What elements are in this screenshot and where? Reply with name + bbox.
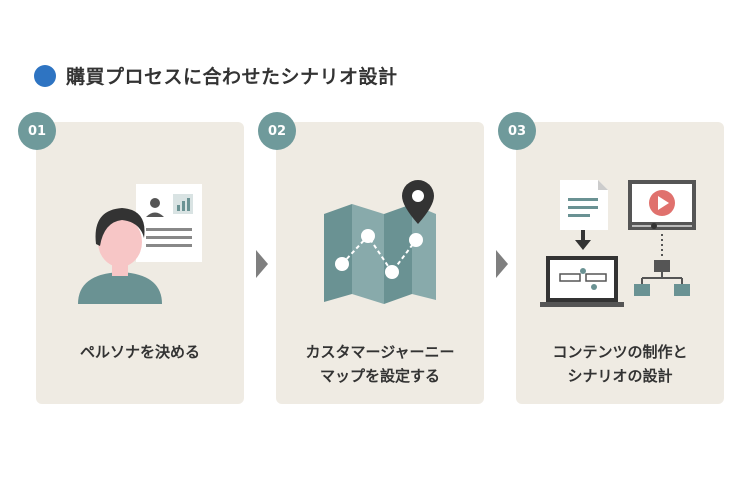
step-label-2: カスタマージャーニー マップを設定する	[305, 343, 455, 385]
page-title: 購買プロセスに合わせたシナリオ設計	[66, 66, 398, 88]
step-card-3: コンテンツの制作と シナリオの設計	[516, 122, 724, 404]
step-label-1: ペルソナを決める	[79, 343, 200, 361]
persona-profile-icon	[78, 184, 202, 304]
step-badge-3: 03	[498, 112, 536, 150]
section-heading: 購買プロセスに合わせたシナリオ設計	[34, 62, 398, 89]
journey-map-icon	[324, 180, 436, 304]
step-card-1: ペルソナを決める	[36, 122, 244, 404]
step-badge-2: 02	[258, 112, 296, 150]
content-scenario-icon	[540, 180, 696, 307]
step-card-2: カスタマージャーニー マップを設定する	[276, 122, 484, 404]
arrow-right-icon	[496, 250, 508, 278]
arrow-right-icon	[256, 250, 268, 278]
heading-dot-icon	[34, 64, 56, 87]
step-badge-1: 01	[18, 112, 56, 150]
step-label-3: コンテンツの制作と シナリオの設計	[552, 343, 688, 385]
